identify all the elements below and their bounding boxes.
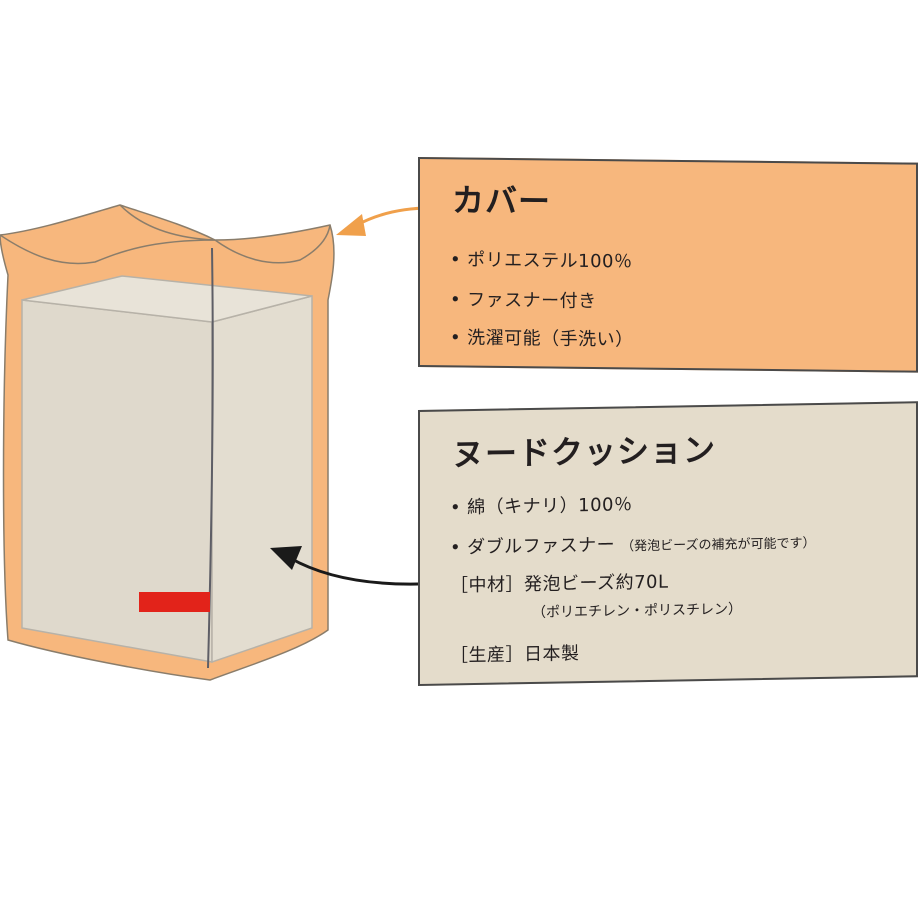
filling-label: ［中材］ — [450, 574, 524, 597]
cushion-side-face — [211, 295, 313, 664]
cover-item: •ファスナー付き — [450, 285, 597, 313]
bullet-dot: • — [450, 537, 462, 559]
cover-item-text: ポリエステル100％ — [467, 249, 633, 273]
cover-item-text: 洗濯可能（手洗い） — [467, 327, 634, 351]
cushion-title: ヌードクッション — [452, 430, 717, 474]
red-tag — [139, 592, 210, 612]
black-curved-arrow-icon — [289, 556, 419, 586]
cushion-item: •ダブルファスナー （発泡ビーズの補充が可能です） — [450, 527, 815, 559]
bullet-dot: • — [450, 497, 462, 519]
black-arrow-head — [270, 546, 302, 570]
cushion-item-text: 綿（キナリ）100％ — [467, 494, 633, 519]
cover-info-panel: カバー •ポリエステル100％ •ファスナー付き •洗濯可能（手洗い） — [418, 157, 918, 373]
cushion-info-panel: ヌードクッション •綿（キナリ）100％ •ダブルファスナー （発泡ビーズの補充が… — [418, 401, 918, 686]
cover-title: カバー — [452, 181, 552, 221]
cover-item: •ポリエステル100％ — [450, 245, 632, 273]
cover-item: •洗濯可能（手洗い） — [450, 323, 634, 351]
filling-line: ［中材］発泡ビーズ約70L — [450, 568, 669, 598]
origin-line: ［生産］日本製 — [450, 639, 580, 667]
cushion-item-note: （発泡ビーズの補充が可能です） — [621, 536, 816, 555]
cushion-item-text: ダブルファスナー — [467, 534, 616, 559]
origin-label: ［生産］ — [450, 644, 524, 667]
cover-top-fold — [0, 204, 331, 265]
filling-value: 発泡ビーズ約70L — [524, 571, 669, 596]
bullet-dot: • — [450, 249, 462, 271]
bullet-dot: • — [450, 289, 462, 311]
cushion-item: •綿（キナリ）100％ — [450, 490, 632, 519]
bullet-dot: • — [450, 327, 462, 349]
filling-note: （ポリエチレン・ポリスチレン） — [532, 601, 742, 622]
cushion-top-face — [21, 275, 313, 323]
origin-value: 日本製 — [524, 643, 580, 666]
cover-item-text: ファスナー付き — [467, 289, 597, 313]
orange-arrow-head — [336, 214, 366, 236]
